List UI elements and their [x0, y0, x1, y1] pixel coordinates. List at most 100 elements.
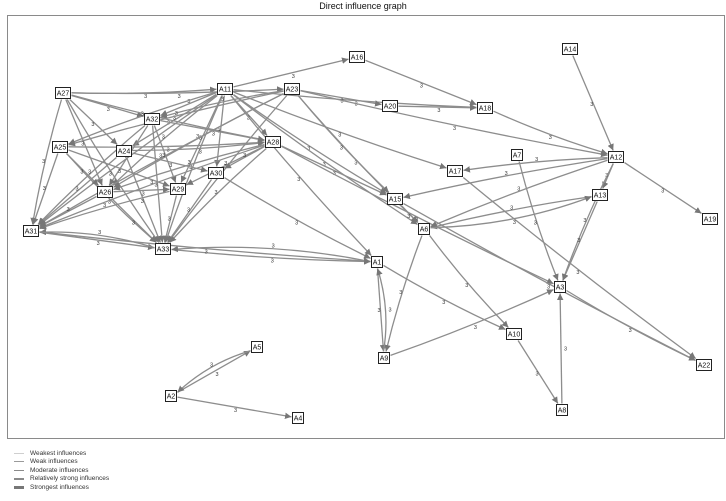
node-a29[interactable]: A29 [170, 183, 186, 195]
node-label: A17 [449, 169, 462, 176]
edge-A6-A13 [430, 195, 592, 229]
node-a18[interactable]: A18 [477, 102, 493, 114]
node-a26[interactable]: A26 [97, 186, 113, 198]
legend-label: Weakest influences [30, 449, 87, 457]
node-box [382, 100, 398, 112]
edge-A32-A28 [160, 119, 265, 143]
node-a3[interactable]: A3 [554, 281, 566, 293]
edge-weight-A25-A33: 3 [108, 200, 111, 206]
edge-A15-A6 [400, 205, 419, 223]
edge-weight-A11-A1: 3 [297, 177, 300, 183]
node-a24[interactable]: A24 [116, 145, 132, 157]
node-a7[interactable]: A7 [511, 149, 523, 161]
edge-weight-A13-A3: 3 [577, 238, 580, 244]
node-a2[interactable]: A2 [165, 390, 177, 402]
edge-A6-A10 [429, 235, 509, 328]
edge-weight-A12-A17: 3 [535, 157, 538, 163]
edge-weight-A27-A33: 3 [109, 172, 112, 178]
node-box [217, 83, 233, 95]
node-label: A26 [99, 190, 112, 197]
edge-A23-A15 [297, 95, 390, 193]
edge-weight-A13-A6: 3 [510, 205, 513, 211]
node-a9[interactable]: A9 [378, 352, 390, 364]
edge-weight-A33-A1: 3 [271, 259, 274, 265]
node-a10[interactable]: A10 [506, 328, 522, 340]
node-box [284, 83, 300, 95]
edge-weight-A27-A26: 3 [81, 142, 84, 148]
edge-A30-A33 [166, 179, 213, 243]
edge-A29-A33 [163, 195, 178, 243]
node-label: A14 [564, 47, 577, 54]
node-box [562, 43, 578, 55]
edge-weight-A11-A24: 3 [173, 115, 176, 121]
node-label: A13 [594, 193, 607, 200]
node-label: A20 [384, 104, 397, 111]
node-a13[interactable]: A13 [592, 189, 608, 201]
node-a16[interactable]: A16 [349, 51, 365, 63]
node-a22[interactable]: A22 [696, 359, 712, 371]
node-a23[interactable]: A23 [284, 83, 300, 95]
edge-weight-A11-A16: 3 [292, 74, 295, 80]
node-label: A30 [210, 171, 223, 178]
edge-weight-A26-A29: 3 [142, 192, 145, 198]
node-a28[interactable]: A28 [265, 136, 281, 148]
legend-swatch [14, 469, 24, 471]
legend-label: Strongest influences [30, 483, 89, 491]
node-label: A33 [157, 247, 170, 254]
node-a19[interactable]: A19 [702, 213, 718, 225]
node-box [155, 243, 171, 255]
node-a8[interactable]: A8 [556, 404, 568, 416]
node-a6[interactable]: A6 [418, 223, 430, 235]
edge-A12-A15 [403, 157, 608, 200]
edge-weight-A10-A8: 3 [536, 372, 539, 378]
edge-A28-A30 [224, 146, 265, 169]
node-a32[interactable]: A32 [144, 113, 160, 125]
node-label: A22 [698, 363, 711, 370]
legend-label: Moderate influences [30, 466, 89, 474]
edge-weight-A2-A4: 3 [234, 408, 237, 414]
edge-A27-A31 [30, 99, 63, 225]
edge-weight-A29-A33: 3 [168, 216, 171, 222]
edge-weight-A12-A15: 3 [505, 171, 508, 177]
node-a30[interactable]: A30 [208, 167, 224, 179]
node-a5[interactable]: A5 [251, 341, 263, 353]
edge-weight-A28-A26: 3 [188, 160, 191, 166]
node-a15[interactable]: A15 [387, 193, 403, 205]
edge-weight-A32-A29: 3 [162, 153, 165, 159]
node-a20[interactable]: A20 [382, 100, 398, 112]
edge-weight-A23-A12: 3 [453, 126, 456, 132]
node-box [371, 256, 383, 268]
node-a31[interactable]: A31 [23, 225, 39, 237]
node-a27[interactable]: A27 [55, 87, 71, 99]
edge-weight-A7-A3: 3 [534, 221, 537, 227]
edge-A17-A22 [462, 176, 697, 360]
edge-A11-A25 [68, 91, 217, 145]
edge-A33-A31 [39, 228, 155, 249]
edge-weight-A12-A3: 3 [583, 218, 586, 224]
edge-weight-A31-A33: 3 [97, 241, 100, 247]
node-a1[interactable]: A1 [371, 256, 383, 268]
edge-weight-A6-A10: 3 [465, 283, 468, 289]
edge-weight-A25-A26: 3 [80, 170, 83, 176]
node-a25[interactable]: A25 [52, 141, 68, 153]
edge-weight-A23-A26: 3 [196, 134, 199, 140]
edge-weight-A26-A31: 3 [67, 207, 70, 213]
node-box [702, 213, 718, 225]
node-a11[interactable]: A11 [217, 83, 233, 95]
edge-A31-A1 [39, 231, 371, 265]
node-a17[interactable]: A17 [447, 165, 463, 177]
edge-A26-A33 [111, 198, 157, 243]
node-a33[interactable]: A33 [155, 243, 171, 255]
legend-label: Weak influences [30, 458, 78, 466]
edge-A5-A2 [177, 350, 251, 393]
edge-A11-A33 [164, 95, 224, 243]
node-a12[interactable]: A12 [608, 151, 624, 163]
edge-weight-A11-A17: 3 [338, 133, 341, 139]
node-a14[interactable]: A14 [562, 43, 578, 55]
legend-item: Strongest influences [14, 483, 109, 492]
edge-weight-A23-A25: 3 [175, 111, 178, 117]
node-a4[interactable]: A4 [292, 412, 304, 424]
